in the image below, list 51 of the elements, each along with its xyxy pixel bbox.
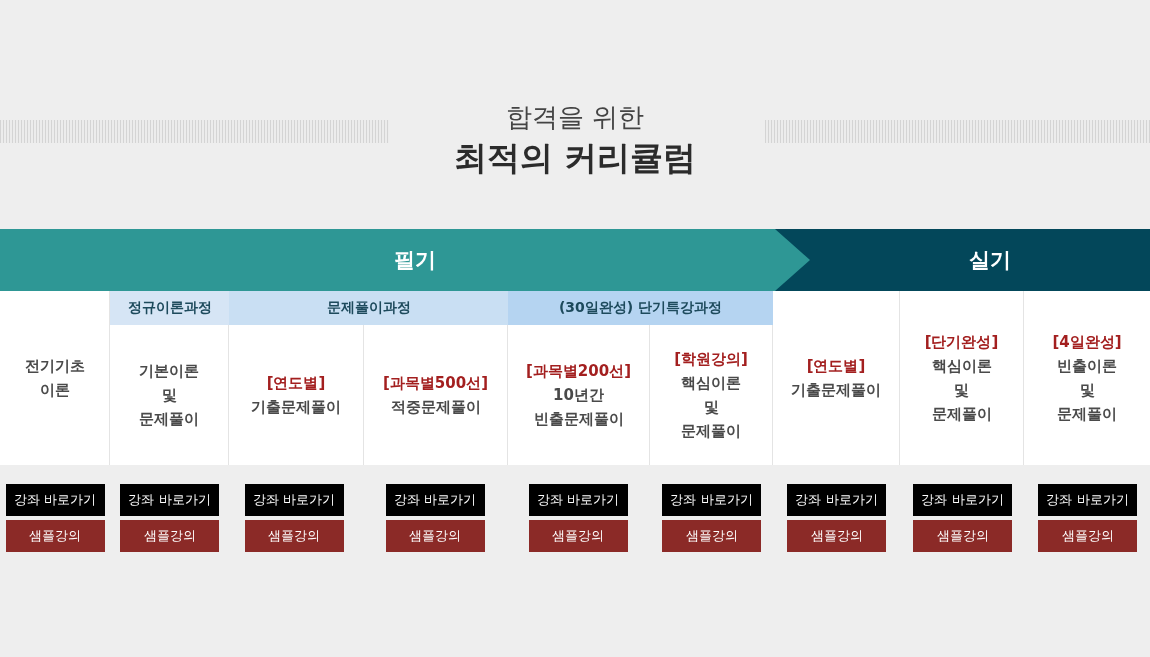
sample-lecture-button: 샘플강의 (913, 520, 1012, 552)
course-description: 기본이론 및 문제풀이 (139, 361, 199, 430)
course-tag: [단기완성] (924, 330, 999, 354)
course-link-button: 강좌 바로가기 (662, 484, 761, 516)
course-description: 기출문제풀이 (791, 380, 881, 401)
stage-label: 필기 (394, 247, 436, 274)
course-description: 기출문제풀이 (251, 397, 341, 418)
sample-lecture-button: 샘플강의 (1038, 520, 1137, 552)
sample-lecture-button: 샘플강의 (120, 520, 219, 552)
sample-lecture-button: 샘플강의 (244, 520, 344, 552)
course-cell (0, 291, 110, 465)
course-cell (650, 325, 773, 465)
stage-banner (0, 229, 810, 291)
course-tag: [연도별] (806, 354, 866, 378)
stage-label: 실기 (969, 247, 1011, 274)
sample-lecture-button: 샘플강의 (787, 520, 886, 552)
page-title: 합격을 위한 최적의 커리큘럼 (452, 101, 698, 179)
course-cell (900, 291, 1024, 465)
course-description: 전기기초 이론 (24, 356, 85, 401)
course-cell (773, 291, 900, 465)
course-cell (364, 325, 508, 465)
course-link-button: 강좌 바로가기 (244, 484, 344, 516)
course-link-button: 강좌 바로가기 (5, 484, 105, 516)
stage-banner (775, 229, 1150, 291)
course-link-button: 강좌 바로가기 (787, 484, 886, 516)
course-description: 적중문제풀이 (390, 397, 481, 418)
course-link-button: 강좌 바로가기 (385, 484, 485, 516)
course-tag: [과목별500선] (383, 371, 488, 395)
course-tag: [연도별] (266, 371, 326, 395)
course-description: 10년간 빈출문제풀이 (533, 385, 624, 430)
course-tag: [4일완성] (1052, 330, 1122, 354)
sample-lecture-button: 샘플강의 (662, 520, 761, 552)
course-cell (1024, 291, 1150, 465)
course-cell (110, 325, 229, 465)
course-link-button: 강좌 바로가기 (528, 484, 628, 516)
course-description: 빈출이론 및 문제풀이 (1057, 356, 1117, 425)
course-group-header: 문제풀이과정 (229, 291, 508, 325)
sample-lecture-button: 샘플강의 (5, 520, 105, 552)
sample-lecture-button: 샘플강의 (385, 520, 485, 552)
course-link-button: 강좌 바로가기 (1038, 484, 1137, 516)
sample-lecture-button: 샘플강의 (528, 520, 628, 552)
course-cell (508, 325, 650, 465)
course-tag: [과목별200선] (526, 359, 631, 383)
course-description: 핵심이론 및 문제풀이 (931, 356, 992, 425)
course-group-header: (30일완성) 단기특강과정 (508, 291, 773, 325)
course-link-button: 강좌 바로가기 (120, 484, 219, 516)
course-description: 핵심이론 및 문제풀이 (681, 373, 741, 442)
course-tag: [학원강의] (674, 347, 748, 371)
course-cell (229, 325, 364, 465)
course-link-button: 강좌 바로가기 (913, 484, 1012, 516)
course-group-header: 정규이론과정 (110, 291, 229, 325)
